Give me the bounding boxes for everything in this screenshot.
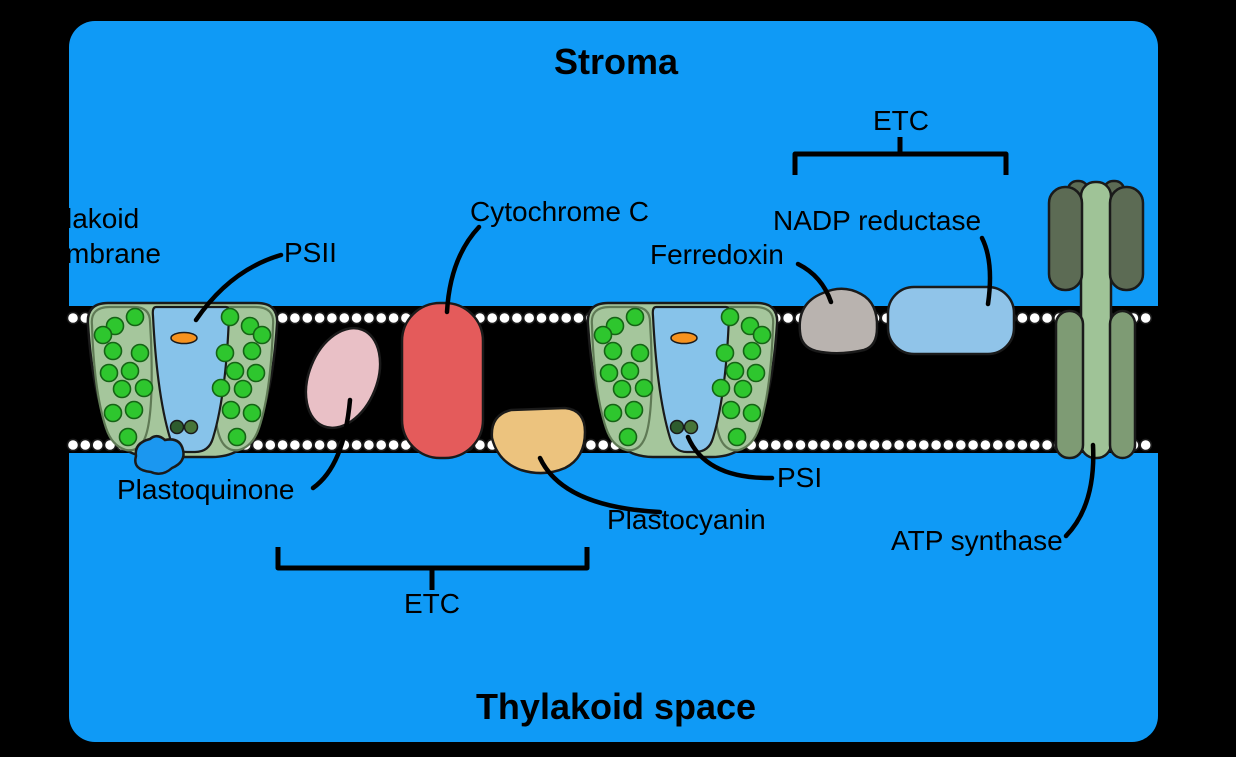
psii-complex bbox=[86, 301, 279, 459]
cytochrome-c-label: Cytochrome C bbox=[470, 196, 649, 227]
ferredoxin-pointer-line bbox=[795, 261, 834, 305]
atp-central-stalk bbox=[1079, 180, 1113, 460]
plastocyanin-label: Plastocyanin bbox=[607, 504, 766, 535]
psii-lumen-blob bbox=[134, 435, 185, 476]
cytochrome-c-shape bbox=[400, 301, 485, 460]
psi-label: PSI bbox=[777, 462, 822, 493]
thylakoid-membrane-label-line1: lakoid bbox=[66, 203, 139, 234]
nadp-reductase-label: NADP reductase bbox=[773, 205, 981, 236]
nadp-reductase-shape bbox=[886, 285, 1016, 356]
atp-head-lobe-left bbox=[1047, 185, 1084, 292]
psii-label: PSII bbox=[284, 237, 337, 268]
etc-bracket-bottom bbox=[275, 547, 590, 590]
ferredoxin-label: Ferredoxin bbox=[650, 239, 784, 270]
atp-synthase-pointer-line bbox=[1063, 442, 1096, 539]
plastocyanin-pointer-line bbox=[537, 455, 663, 515]
atp-head-lobe-right bbox=[1108, 185, 1145, 292]
atp-membrane-lobe-left bbox=[1054, 309, 1085, 460]
psi-complex bbox=[586, 301, 779, 459]
psii-pointer-line bbox=[193, 252, 284, 323]
ferredoxin-shape bbox=[798, 287, 879, 355]
thylakoid-space-title: Thylakoid space bbox=[476, 686, 756, 727]
thylakoid-membrane-label-line2: mbrane bbox=[66, 238, 161, 269]
etc-bottom-label: ETC bbox=[404, 588, 460, 619]
etc-bracket-top bbox=[792, 137, 1009, 175]
plastocyanin-shape bbox=[490, 406, 587, 475]
cytochrome-c-pointer-line bbox=[444, 224, 482, 315]
nadp-reductase-pointer-line bbox=[979, 235, 993, 307]
plastoquinone-pointer-line bbox=[310, 397, 353, 491]
plastoquinone-shape bbox=[304, 326, 382, 430]
psi-pointer-line bbox=[685, 434, 775, 481]
atp-synthase-label: ATP synthase bbox=[891, 525, 1063, 556]
plastoquinone-label: Plastoquinone bbox=[117, 474, 294, 505]
atp-membrane-lobe-right bbox=[1108, 309, 1137, 460]
stroma-title: Stroma bbox=[554, 41, 679, 82]
atp-synthase bbox=[1047, 179, 1145, 460]
etc-top-label: ETC bbox=[873, 105, 929, 136]
